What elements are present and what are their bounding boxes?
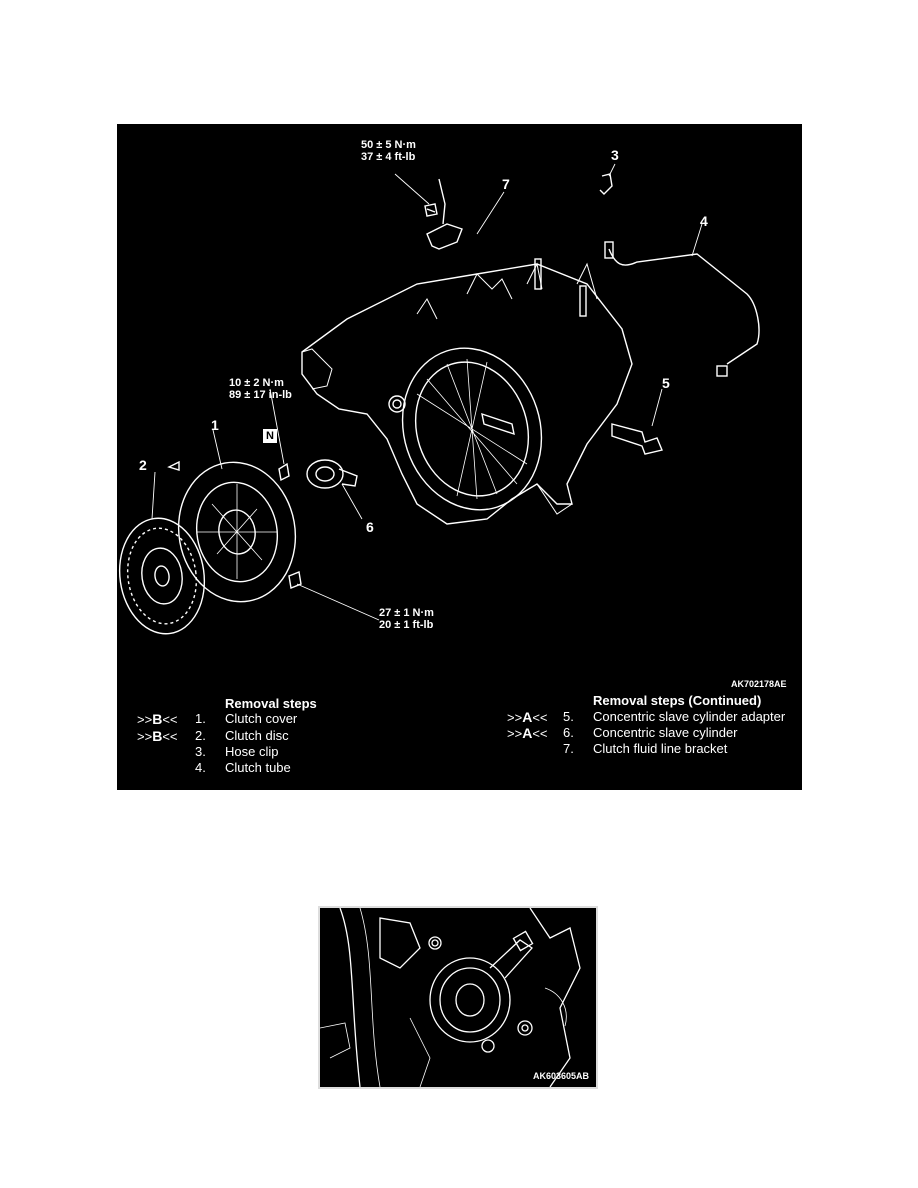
slave-cylinder-photo: AK603605AB [318,906,598,1089]
callout-6: 6 [366,519,374,535]
callout-3: 3 [611,147,619,163]
step-mark: >>B<< [137,711,178,727]
photo-figure-code: AK603605AB [533,1071,590,1081]
figure-code: AK702178AE [731,679,787,689]
step-num: 1. [195,711,206,726]
callout-4: 4 [700,213,708,229]
step-label: Hose clip [225,744,279,759]
torque-bracket-nm: 50 ± 5 N·m [361,139,416,151]
torque-bracket: 50 ± 5 N·m 37 ± 4 ft-lb [361,139,416,163]
callout-7: 7 [502,176,510,192]
step-label: Clutch tube [225,760,291,775]
torque-slave-bolt: 10 ± 2 N·m 89 ± 17 in-lb [229,377,292,401]
slave-bolt [278,462,290,482]
step-mark: >>A<< [507,709,548,725]
torque-slave-inlb: 89 ± 17 in-lb [229,389,292,401]
step-num: 5. [563,709,574,724]
callout-5: 5 [662,375,670,391]
n-symbol: N [263,429,277,443]
bell-housing [401,347,543,511]
torque-cover-nm: 27 ± 1 N·m [379,607,434,619]
step-mark: >>B<< [137,728,178,744]
torque-slave-nm: 10 ± 2 N·m [229,377,284,389]
photo-drawing [320,908,581,1087]
diagram-drawing [118,163,760,635]
clutch-cover [177,461,297,603]
torque-cover-bolt: 27 ± 1 N·m 20 ± 1 ft-lb [379,607,434,631]
torque-bracket-ftlb: 37 ± 4 ft-lb [361,151,416,163]
step-mark: >>A<< [507,725,548,741]
step-num: 6. [563,725,574,740]
step-num: 7. [563,741,574,756]
step-label: Clutch fluid line bracket [593,741,728,756]
fluid-line-bracket [426,223,463,250]
step-label: Concentric slave cylinder adapter [593,709,786,724]
step-label: Clutch cover [225,711,298,726]
removal-steps-continued-title: Removal steps (Continued) [593,693,762,708]
step-num: 3. [195,744,206,759]
exploded-view-diagram: 3 7 4 5 1 2 6 50 ± 5 N·m 37 ± 4 ft-lb 10… [117,124,802,790]
slave-adapter [611,423,663,455]
step-num: 2. [195,728,206,743]
input-shaft [481,412,515,436]
slave-cylinder [306,459,344,489]
callout-1: 1 [211,417,219,433]
clutch-disc [118,517,206,635]
callout-2: 2 [139,457,147,473]
photo-slave-cylinder [429,957,511,1043]
torque-cover-ftlb: 20 ± 1 ft-lb [379,619,434,631]
cover-bolt [288,571,302,589]
removal-steps-title: Removal steps [225,696,317,711]
step-label: Clutch disc [225,728,289,743]
step-num: 4. [195,760,206,775]
clutch-tube [608,248,760,365]
step-label: Concentric slave cylinder [593,725,738,740]
hose-clip [599,173,613,195]
